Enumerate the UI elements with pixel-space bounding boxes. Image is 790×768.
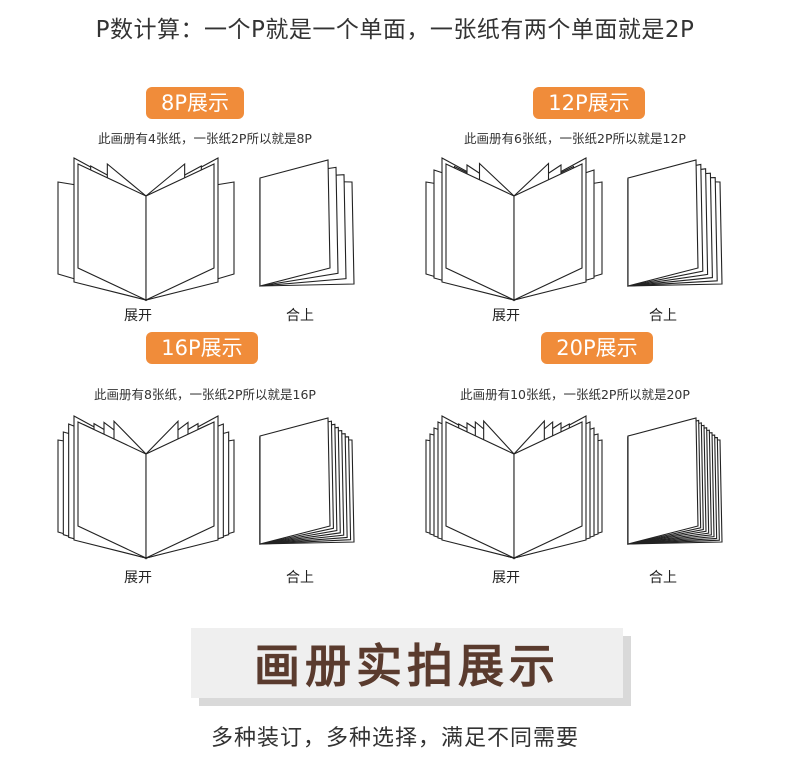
description-8p: 此画册有4张纸，一张纸2P所以就是8P <box>98 131 312 146</box>
description-12p: 此画册有6张纸，一张纸2P所以就是12P <box>464 131 686 146</box>
closed-book-16p-illustration <box>259 417 355 545</box>
open-label-8p: 展开 <box>124 308 152 324</box>
closed-label-20p: 合上 <box>649 570 677 586</box>
badge-8p: 8P展示 <box>146 87 244 119</box>
description-20p: 此画册有10张纸，一张纸2P所以就是20P <box>460 387 690 402</box>
open-book-20p-illustration <box>425 415 603 560</box>
closed-label-8p: 合上 <box>286 308 314 324</box>
photo-showcase-banner: 画册实拍展示 <box>191 628 631 706</box>
front-page-right <box>513 421 583 559</box>
open-label-12p: 展开 <box>492 308 520 324</box>
page-title: P数计算：一个P就是一个单面，一张纸有两个单面就是2P <box>95 17 695 43</box>
front-page-right <box>145 163 215 301</box>
front-page-right <box>145 421 215 559</box>
front-page-right <box>513 163 583 301</box>
closed-label-12p: 合上 <box>649 308 677 324</box>
stacked-page <box>627 159 699 287</box>
stacked-page <box>259 417 331 545</box>
open-book-8p-illustration <box>57 157 235 302</box>
open-label-16p: 展开 <box>124 570 152 586</box>
closed-book-12p-illustration <box>627 159 723 287</box>
stacked-page <box>259 159 331 287</box>
footer-subtitle: 多种装订，多种选择，满足不同需要 <box>210 726 579 751</box>
open-book-16p-illustration <box>57 415 235 560</box>
closed-book-20p-illustration <box>627 417 723 545</box>
open-label-20p: 展开 <box>492 570 520 586</box>
description-16p: 此画册有8张纸，一张纸2P所以就是16P <box>94 387 316 402</box>
closed-book-8p-illustration <box>259 159 355 287</box>
badge-16p: 16P展示 <box>146 332 258 364</box>
badge-20p: 20P展示 <box>541 332 653 364</box>
stacked-page <box>627 417 699 545</box>
open-book-12p-illustration <box>425 157 603 302</box>
badge-12p: 12P展示 <box>533 87 645 119</box>
banner-title: 画册实拍展示 <box>254 639 560 693</box>
closed-label-16p: 合上 <box>286 570 314 586</box>
banner-panel: 画册实拍展示 <box>191 628 623 698</box>
